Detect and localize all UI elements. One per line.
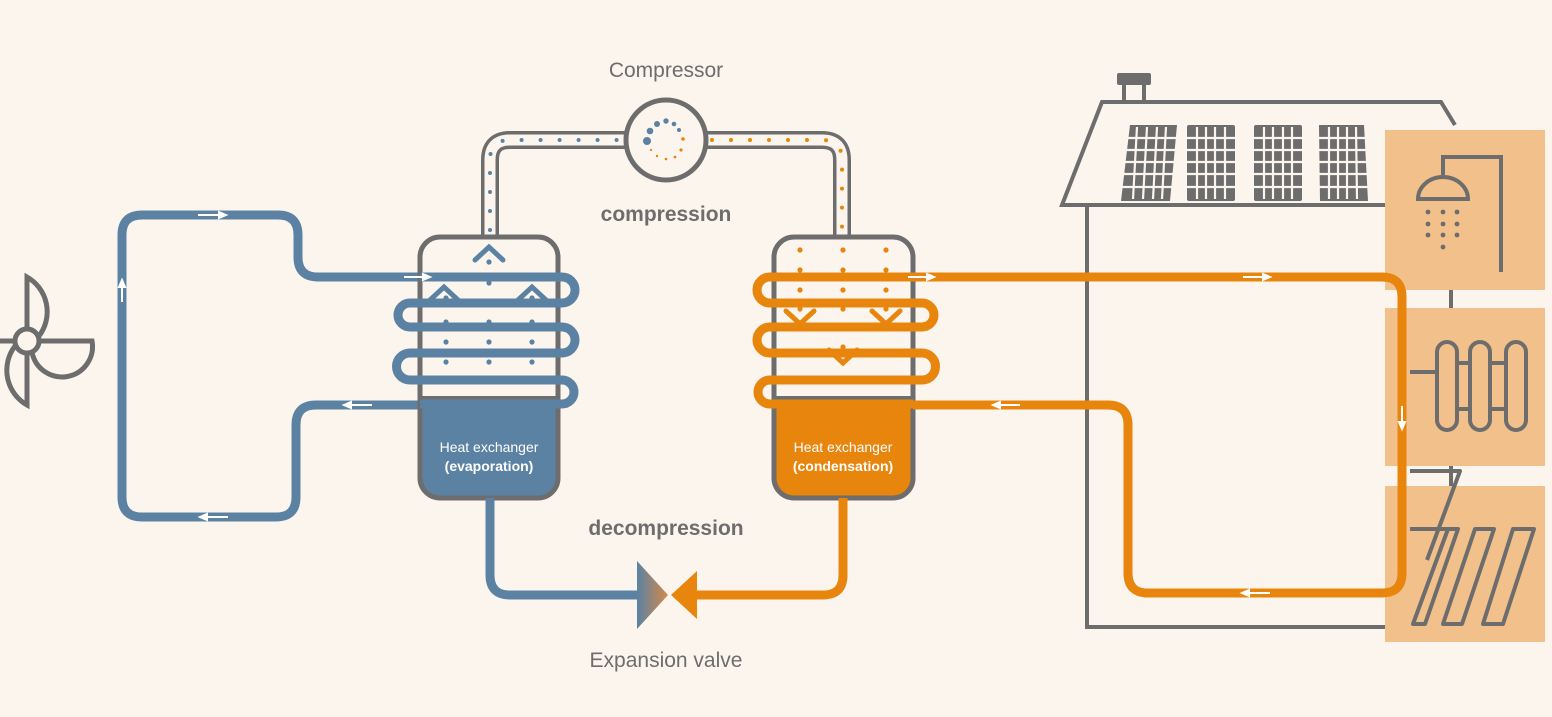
- expansion-valve-icon: [637, 561, 697, 629]
- outdoor-loop-pipe: [117, 210, 420, 522]
- cold-return-pipe: [485, 498, 640, 600]
- underfloor-panel: [1385, 469, 1545, 642]
- shower-icon: [1415, 155, 1503, 272]
- evaporator-label: Heat exchanger: [440, 439, 539, 455]
- fan-icon: [0, 272, 95, 410]
- flow-arrow-icon: [117, 210, 1407, 598]
- hot-return-pipe: [690, 498, 848, 600]
- radiator-panel: [1385, 308, 1545, 466]
- compressor-pipe-cold: [481, 131, 628, 235]
- radiator-icon: [1410, 340, 1528, 432]
- condenser-coil: [752, 272, 940, 409]
- condenser-label: Heat exchanger: [794, 439, 893, 455]
- compressor-pipe-hot: [706, 131, 851, 235]
- compression-label: compression: [601, 203, 732, 226]
- hot-water-panel: [1385, 130, 1545, 290]
- evaporator-heat-exchanger: Heat exchanger (evaporation): [392, 234, 580, 501]
- solar-panels: [1121, 125, 1370, 201]
- expansion-valve-label: Expansion valve: [590, 649, 743, 672]
- evaporator-sublabel: (evaporation): [445, 458, 534, 474]
- house-icon: [1059, 73, 1457, 629]
- decompression-label: decompression: [588, 517, 743, 540]
- condenser-heat-exchanger: Heat exchanger (condensation): [752, 234, 940, 501]
- condenser-sublabel: (condensation): [793, 458, 893, 474]
- evaporator-coil: [392, 272, 580, 409]
- compressor-icon: [623, 97, 709, 183]
- compressor-label: Compressor: [609, 59, 723, 82]
- underfloor-coil: [1410, 527, 1536, 626]
- heating-loop-pipe: [913, 272, 1407, 598]
